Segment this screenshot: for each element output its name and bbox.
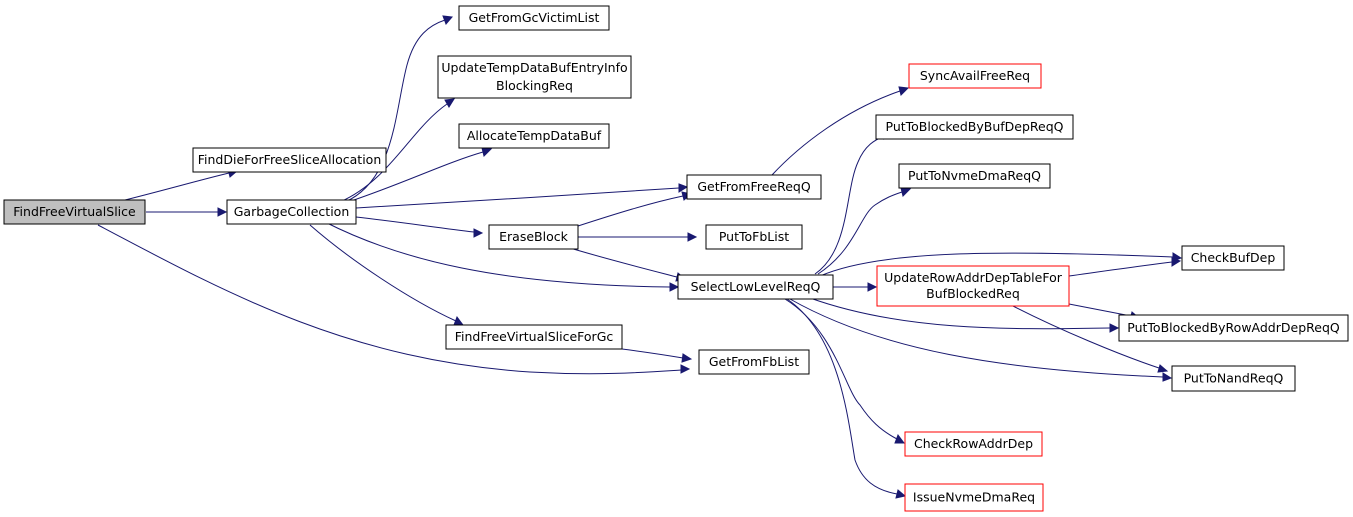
node-layer: FindFreeVirtualSlice FindDieForFreeSlice… [3,5,1349,512]
edge-sllrq-to-ptnd [817,187,912,275]
node-put-to-blocked-by-buf-dep-req-q[interactable]: PutToBlockedByBufDepReqQ [875,114,1074,140]
node-issue-nvme-dma-req[interactable]: IssueNvmeDmaReq [904,483,1044,512]
edge-eb-to-sllrq [569,247,687,282]
node-label: FindFreeVirtualSliceForGc [455,329,614,344]
node-put-to-fb-list[interactable]: PutToFbList [705,224,803,250]
node-find-free-virtual-slice[interactable]: FindFreeVirtualSlice [3,199,146,225]
edge-gc-to-utdbe [339,98,455,203]
node-get-from-fb-list[interactable]: GetFromFbList [698,349,810,375]
node-label: GetFromGcVictimList [469,10,600,25]
edge-sllrq-to-ptbra [809,297,1120,333]
edge-layer [97,15,1183,499]
edge-gc-to-sllrq [324,221,680,292]
node-label: CheckBufDep [1191,250,1276,265]
edge-ffvsgc-to-gffb [621,348,693,363]
node-label: AllocateTempDataBuf [467,128,602,143]
node-allocate-temp-data-buf[interactable]: AllocateTempDataBuf [458,123,610,149]
edge-sllrq-to-crad [784,298,905,444]
node-label: IssueNvmeDmaReq [913,489,1035,504]
node-select-low-level-req-q[interactable]: SelectLowLevelReqQ [677,274,834,300]
node-sync-avail-free-req[interactable]: SyncAvailFreeReq [908,63,1042,89]
edge-ffvs-to-fdfsa [124,168,239,201]
node-label: SelectLowLevelReqQ [691,279,821,294]
node-label: UpdateRowAddrDepTableFor [884,270,1063,285]
node-label: PutToNandReqQ [1184,370,1284,385]
node-put-to-blocked-by-row-addr-dep-req-q[interactable]: PutToBlockedByRowAddrDepReqQ [1118,314,1349,342]
node-update-row-addr-dep-table-for-buf-blocked-req[interactable]: UpdateRowAddrDepTableFor BufBlockedReq [876,265,1070,307]
edge-ffvs-to-gffb [97,224,691,375]
edge-gffrq-to-safr [771,86,910,176]
node-label: UpdateTempDataBufEntryInfo [441,60,627,75]
node-garbage-collection[interactable]: GarbageCollection [226,199,357,225]
node-label: PutToBlockedByBufDepReqQ [886,119,1064,134]
edge-sllrq-to-ura [833,282,878,292]
edge-eb-to-gffrq [577,191,693,227]
node-label: BufBlockedReq [926,286,1020,301]
node-label: CheckRowAddrDep [914,436,1033,451]
node-label: GetFromFreeReqQ [697,179,811,194]
edge-ffvs-to-gc [146,207,228,217]
node-get-from-gc-victim-list[interactable]: GetFromGcVictimList [458,5,610,31]
node-put-to-nvme-dma-req-q[interactable]: PutToNvmeDmaReqQ [898,163,1051,189]
node-update-temp-data-buf-entry-info-blocking-req[interactable]: UpdateTempDataBufEntryInfo BlockingReq [437,55,632,99]
edge-ura-to-ptnr [1012,305,1169,373]
edge-ura-to-cbd [1068,257,1182,277]
edge-sllrq-to-ptnr [789,298,1173,382]
edge-gc-to-gffrq [355,183,689,209]
node-label: GarbageCollection [234,204,350,219]
node-get-from-free-req-q[interactable]: GetFromFreeReqQ [686,174,822,200]
node-find-free-virtual-slice-for-gc[interactable]: FindFreeVirtualSliceForGc [445,324,623,350]
node-label: PutToNvmeDmaReqQ [908,168,1041,183]
node-label: SyncAvailFreeReq [920,68,1030,83]
node-check-row-addr-dep[interactable]: CheckRowAddrDep [904,431,1043,457]
edge-sllrq-to-indr [786,298,907,499]
node-erase-block[interactable]: EraseBlock [488,224,579,250]
node-label: PutToBlockedByRowAddrDepReqQ [1127,320,1340,335]
node-find-die-for-free-slice-allocation[interactable]: FindDieForFreeSliceAllocation [192,147,387,173]
node-put-to-nand-req-q[interactable]: PutToNandReqQ [1171,365,1296,392]
node-check-buf-dep[interactable]: CheckBufDep [1181,245,1285,271]
edge-gc-to-gfgvl [344,15,453,203]
edge-gc-to-eb [355,216,484,238]
node-label: FindDieForFreeSliceAllocation [198,152,382,167]
edge-eb-to-ptfb [578,232,698,242]
edge-gc-to-ffvsgc [309,224,464,326]
node-label: FindFreeVirtualSlice [13,204,136,219]
node-label: EraseBlock [499,229,568,244]
node-label: PutToFbList [719,229,789,244]
node-label: BlockingReq [496,78,573,93]
node-label: GetFromFbList [709,354,799,369]
